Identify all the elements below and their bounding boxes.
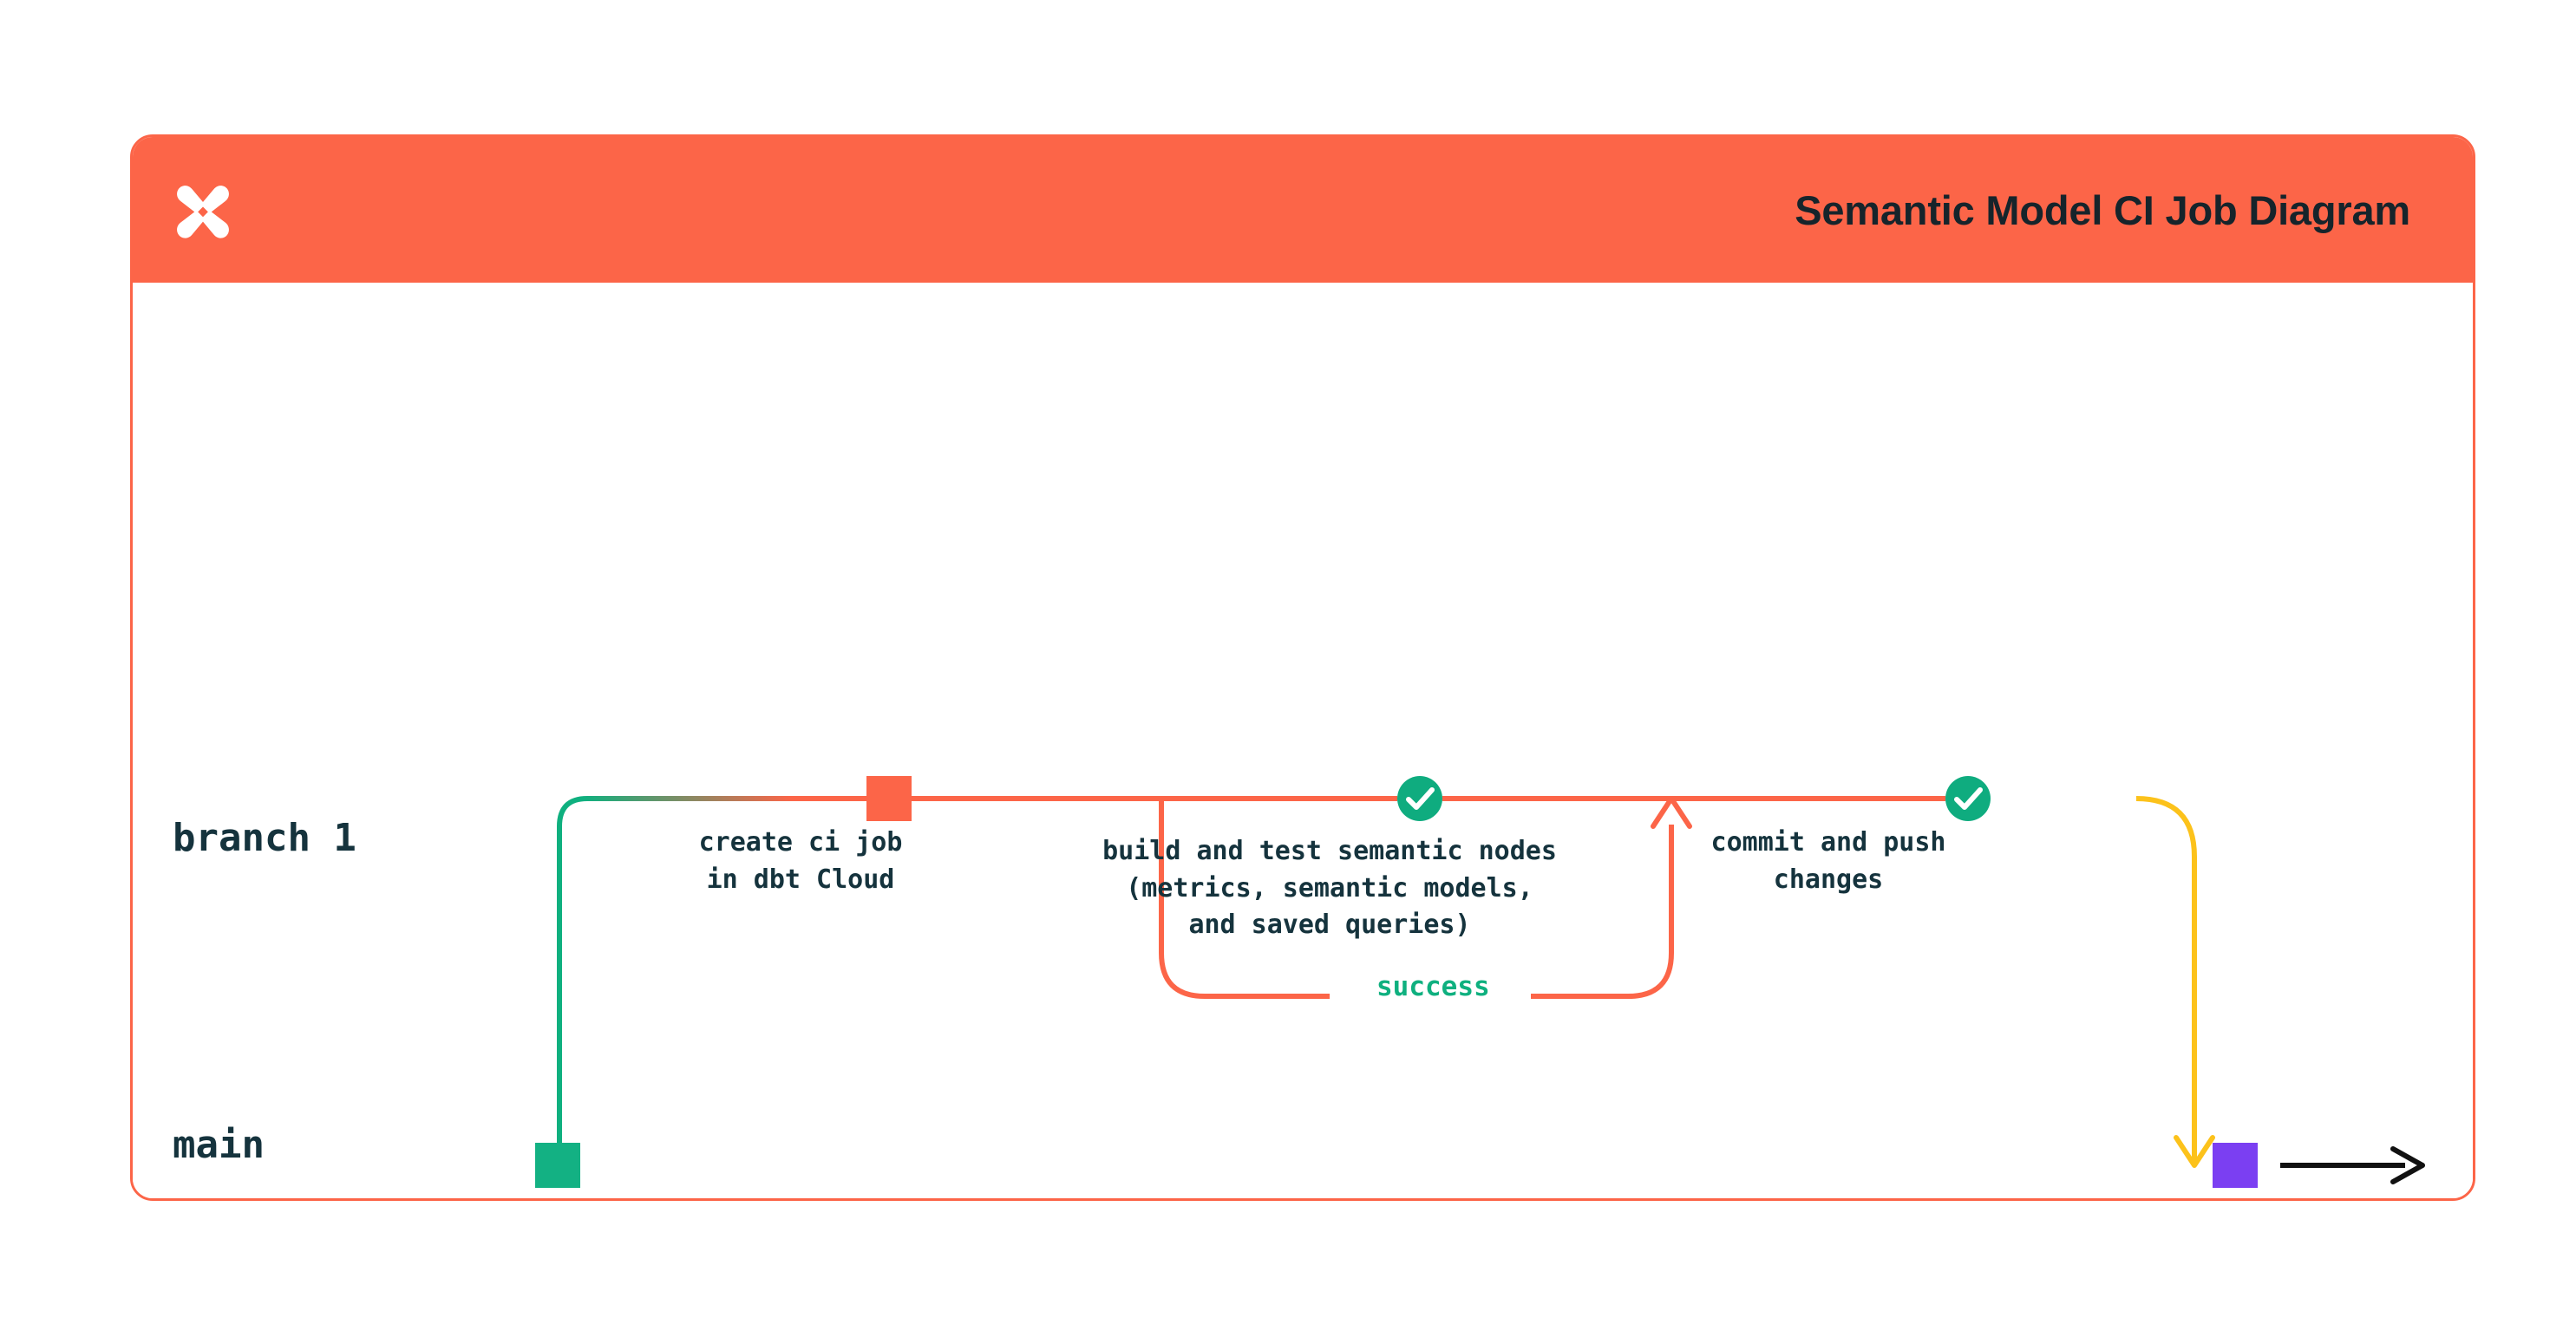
marker-merge-to-main[interactable] bbox=[2213, 1143, 2258, 1188]
diagram-card: Semantic Model CI Job Diagram bbox=[130, 134, 2475, 1201]
merge-curve bbox=[2135, 796, 2197, 1139]
success-loop-arrowhead-icon bbox=[1651, 796, 1692, 829]
caption-merge-to-main: merge to main and deploy to production bbox=[1685, 1197, 2379, 1198]
diagram-svg bbox=[535, 776, 2425, 1188]
dbt-logo bbox=[177, 186, 229, 238]
caption-build-and-test: build and test semantic nodes (metrics, … bbox=[1102, 836, 1557, 941]
branch-split-line bbox=[557, 796, 794, 1168]
marker-commit-and-push[interactable] bbox=[1945, 776, 1991, 821]
success-loop-right bbox=[1531, 825, 1674, 999]
lane-label-branch-1: branch 1 bbox=[173, 816, 356, 860]
check-icon bbox=[1406, 787, 1435, 810]
marker-main-start[interactable] bbox=[535, 1143, 580, 1188]
caption-create-ci-job: create ci job in dbt Cloud bbox=[698, 827, 903, 895]
main-terminal-arrowhead-icon bbox=[2390, 1146, 2425, 1184]
merge-arrowhead-icon bbox=[2174, 1135, 2215, 1168]
edge-label-success: success bbox=[1363, 971, 1504, 1002]
git-flow-diagram: branch 1 main create ci job in dbt Cloud… bbox=[133, 283, 2473, 1198]
lane-label-main: main bbox=[173, 1123, 265, 1167]
caption-commit-and-push: commit and push changes bbox=[1710, 827, 1946, 895]
success-loop-left bbox=[1159, 799, 1330, 999]
marker-create-ci-job[interactable] bbox=[866, 776, 912, 821]
page-title: Semantic Model CI Job Diagram bbox=[1795, 186, 2410, 233]
check-icon bbox=[1954, 787, 1983, 810]
marker-build-and-test[interactable] bbox=[1397, 776, 1442, 821]
card-body: branch 1 main create ci job in dbt Cloud… bbox=[133, 283, 2473, 1198]
card-header: Semantic Model CI Job Diagram bbox=[133, 137, 2473, 283]
